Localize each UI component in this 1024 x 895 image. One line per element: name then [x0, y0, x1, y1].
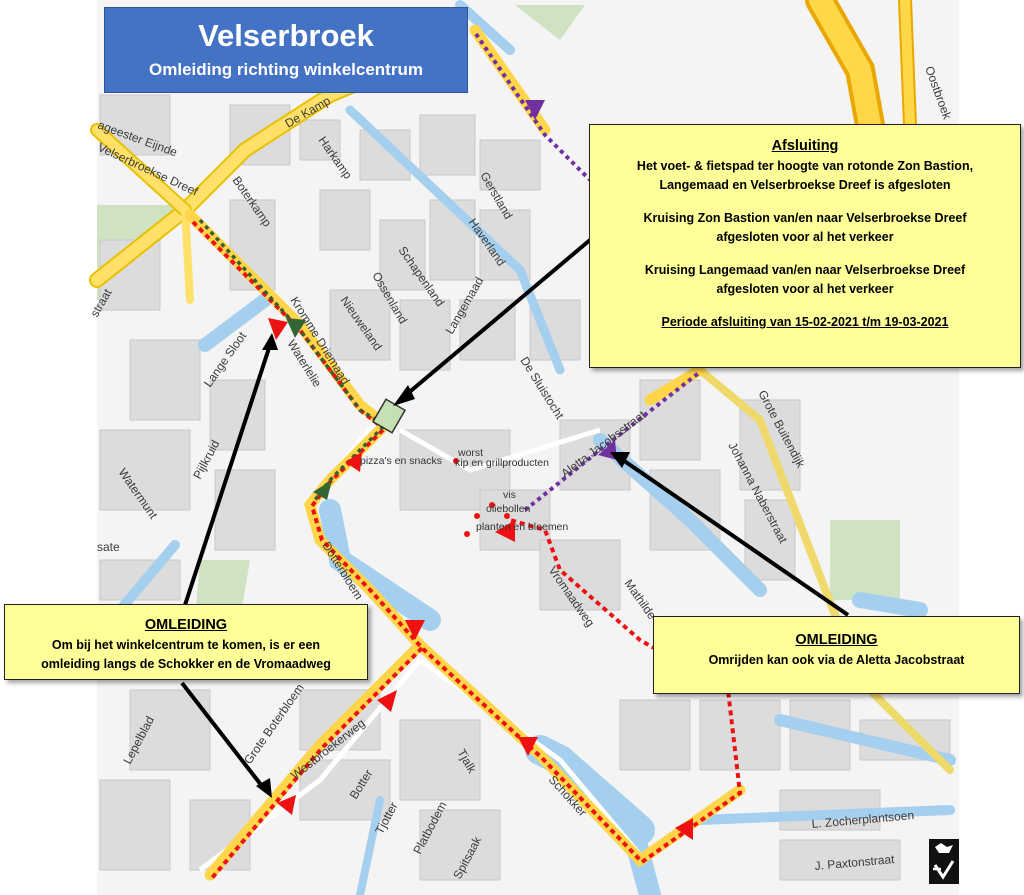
- afsluiting-line4: afgesloten voor al het verkeer: [716, 230, 894, 244]
- page-subtitle: Omleiding richting winkelcentrum: [149, 60, 423, 79]
- red-detour-lines: [191, 220, 743, 880]
- pointer-arrow-heads: [256, 333, 630, 798]
- omleiding-left-line1: Om bij het winkelcentrum te komen, is er…: [51, 638, 321, 652]
- omleiding-right-callout: OMLEIDING Omrijden kan ook via de Aletta…: [653, 616, 1020, 694]
- afsluiting-line2: Langemaad en Velserbroekse Dreef is afge…: [659, 178, 951, 192]
- poi-planten: planten en bloemen: [476, 521, 568, 533]
- afsluiting-line6: afgesloten voor al het verkeer: [716, 282, 894, 296]
- omleiding-right-heading: OMLEIDING: [795, 632, 878, 648]
- omleiding-left-line2: omleiding langs de Schokker en de Vromaa…: [41, 657, 331, 671]
- purple-route-lines: [474, 32, 702, 512]
- afsluiting-callout: Afsluiting Het voet- & fietspad ter hoog…: [589, 124, 1021, 368]
- title-banner: Velserbroek Omleiding richting winkelcen…: [104, 7, 468, 93]
- omleiding-left-heading: OMLEIDING: [144, 617, 228, 633]
- poi-pizza-snacks: pizza's en snacks: [360, 455, 442, 467]
- label-sate: sate: [97, 540, 120, 554]
- red-arrows: [268, 318, 693, 840]
- afsluiting-period: Periode afsluiting van 15-02-2021 t/m 19…: [661, 315, 949, 329]
- market-points: [453, 458, 510, 537]
- afsluiting-line3: Kruising Zon Bastion van/en naar Velserb…: [643, 211, 967, 225]
- afsluiting-heading: Afsluiting: [771, 138, 839, 154]
- afsluiting-line1: Het voet- & fietspad ter hoogte van roto…: [636, 159, 974, 173]
- poi-worst: worst: [457, 447, 483, 459]
- poi-kip: kip en grillproducten: [455, 457, 549, 469]
- afsluiting-line5: Kruising Langemaad van/en naar Velserbro…: [644, 263, 966, 277]
- page-title: Velserbroek: [198, 18, 374, 53]
- omleiding-left-callout: OMLEIDING Om bij het winkelcentrum te ko…: [4, 604, 368, 680]
- omleiding-right-line1: Omrijden kan ook via de Aletta Jacobstra…: [708, 653, 965, 667]
- pointer-arrows: [180, 238, 850, 792]
- municipality-logo-icon: [929, 839, 959, 884]
- green-footpath-line: [198, 218, 388, 502]
- poi-oliebollen: oliebollen: [486, 503, 531, 515]
- green-arrows: [286, 318, 332, 500]
- poi-vis: vis: [503, 489, 516, 501]
